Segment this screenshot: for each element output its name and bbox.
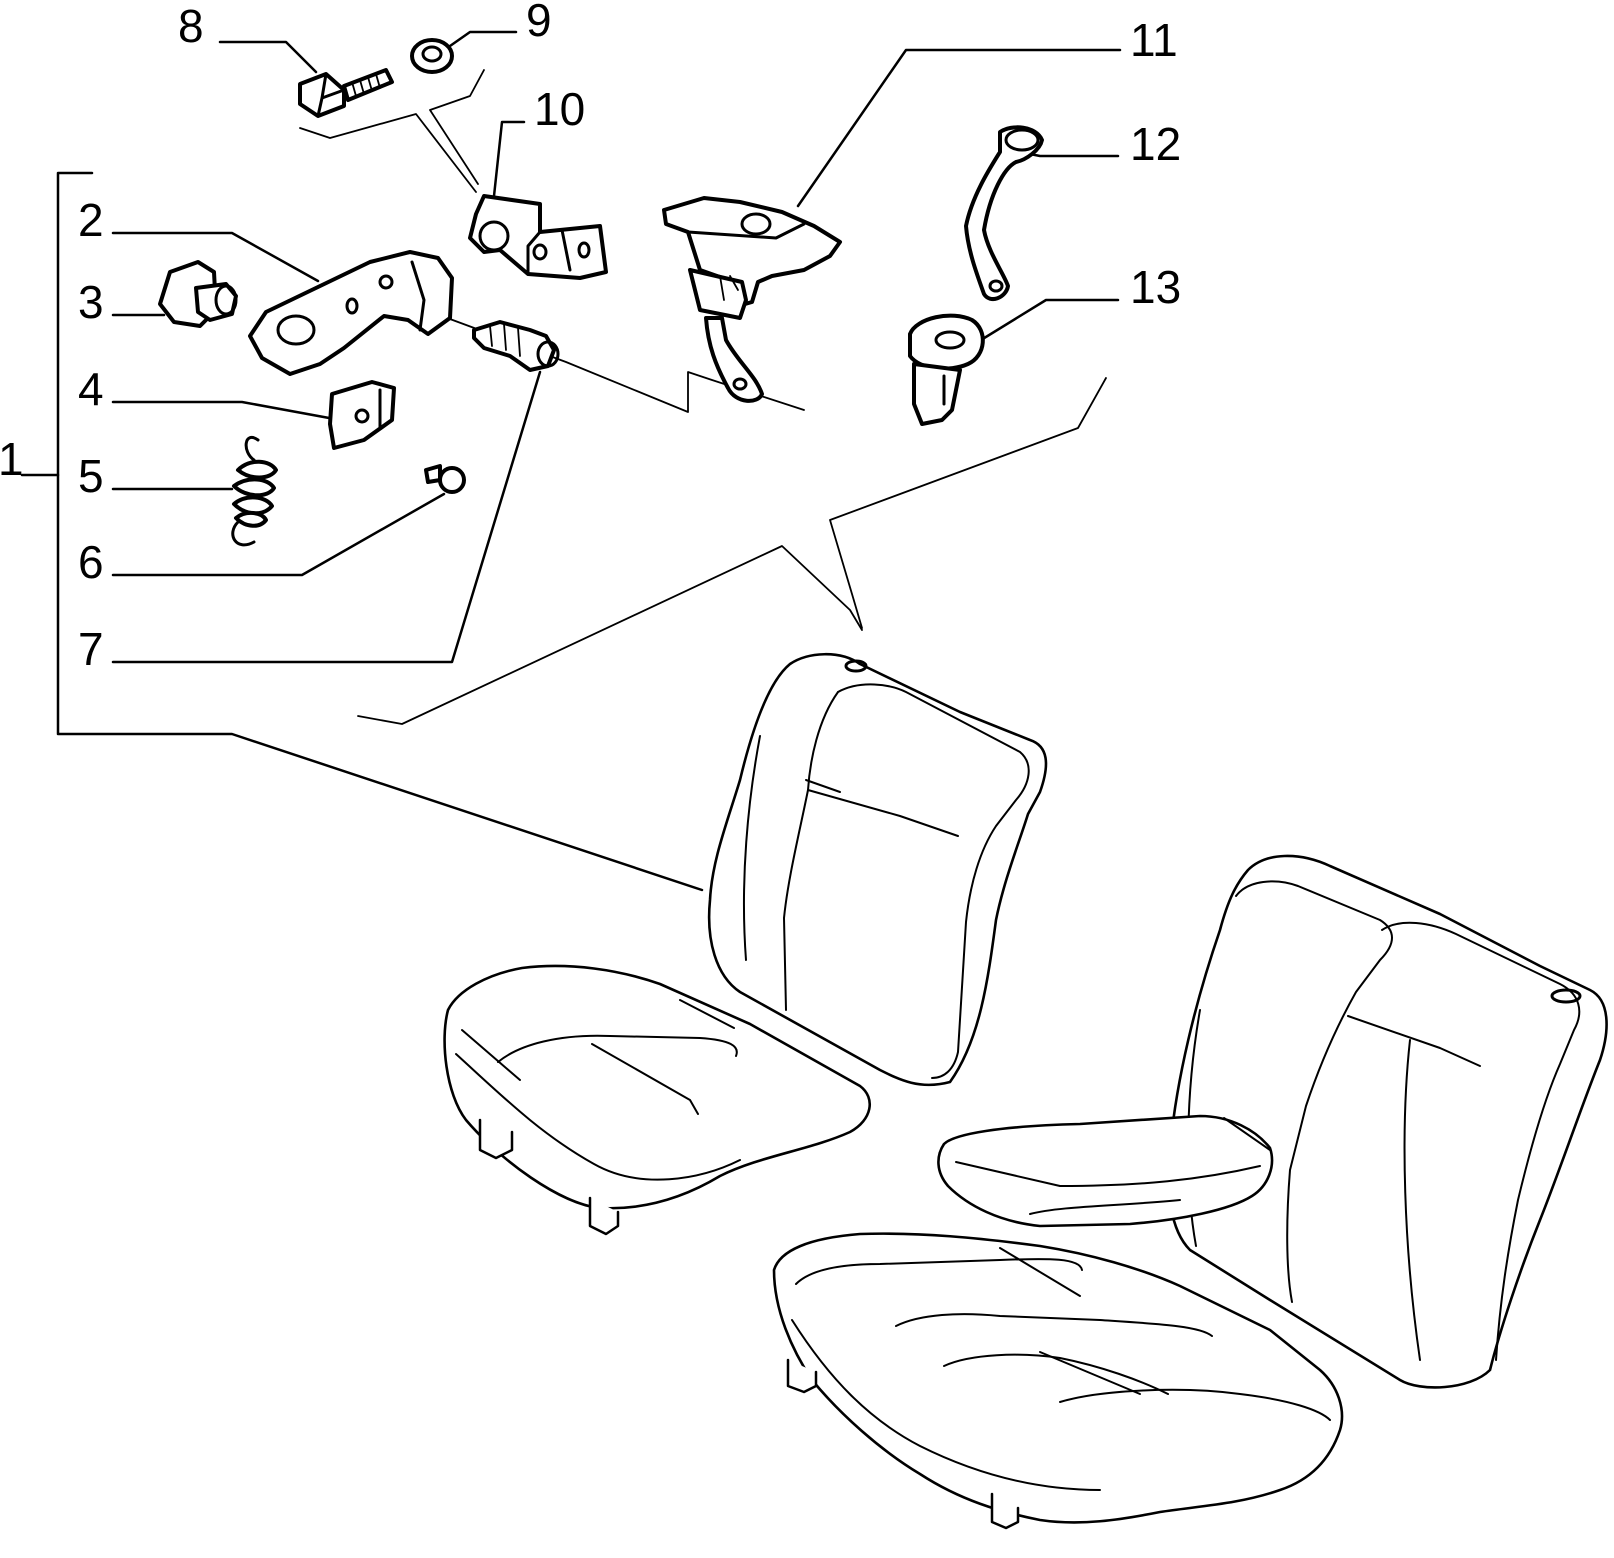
leader-8 <box>218 40 318 74</box>
callout-label-10: 10 <box>534 83 585 135</box>
leader-lines <box>20 30 1122 892</box>
bolt-icon <box>298 68 394 118</box>
pin-icon <box>424 464 466 494</box>
leader-6 <box>111 492 446 577</box>
seat-back-section-icon <box>707 652 1048 1087</box>
armrest-icon <box>937 1114 1274 1228</box>
assembly-line-seat-13 <box>357 545 863 725</box>
leader-4 <box>111 400 342 422</box>
bracket-1 <box>56 171 704 892</box>
lever-icon <box>964 125 1044 302</box>
leader-2 <box>111 231 320 283</box>
rear-seat-cushion-icon <box>772 1232 1344 1530</box>
leader-9 <box>448 30 518 48</box>
seat-cushion-single-icon <box>443 964 871 1236</box>
knob-icon <box>908 313 985 426</box>
pivot-plate-icon <box>248 250 454 376</box>
callout-label-5: 5 <box>78 450 104 502</box>
callout-label-4: 4 <box>78 363 104 415</box>
stud-icon <box>472 320 560 372</box>
release-latch-icon <box>662 196 842 403</box>
spring-icon <box>231 436 278 547</box>
callout-label-7: 7 <box>78 623 104 675</box>
callout-label-2: 2 <box>78 194 104 246</box>
washer-icon <box>410 38 454 74</box>
assembly-line-seat-13b <box>829 377 1107 629</box>
hinge-bracket-icon <box>468 194 608 280</box>
assembly-line-9-10 <box>429 69 485 185</box>
callout-label-1: 1 <box>0 433 24 485</box>
callout-label-9: 9 <box>526 0 552 46</box>
callout-label-13: 13 <box>1130 261 1181 313</box>
leader-10 <box>492 120 526 198</box>
callout-label-12: 12 <box>1130 118 1181 170</box>
leader-11 <box>796 48 1122 208</box>
callout-label-8: 8 <box>178 0 204 52</box>
assembly-line-8-9-10 <box>299 113 477 193</box>
callout-label-11: 11 <box>1130 14 1178 66</box>
leader-7 <box>111 370 542 664</box>
callout-label-3: 3 <box>78 276 104 328</box>
bushing-icon <box>158 260 238 328</box>
leader-13 <box>966 298 1120 350</box>
callout-label-6: 6 <box>78 536 104 588</box>
clip-icon <box>328 380 396 450</box>
